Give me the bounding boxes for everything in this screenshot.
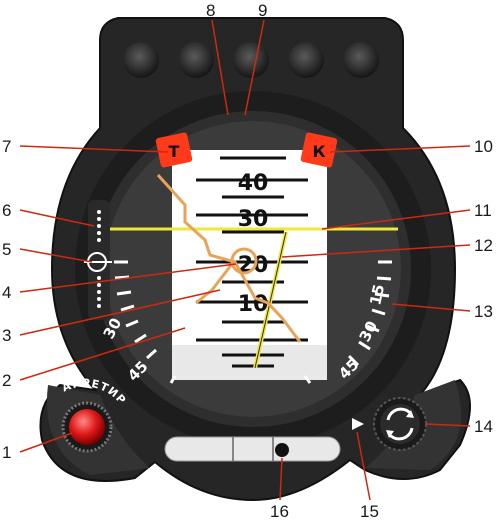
callout-12: 12 — [474, 236, 493, 255]
pitch-label-40: 40 — [238, 171, 269, 196]
pitch-scale — [196, 156, 308, 368]
callout-15: 15 — [360, 502, 379, 521]
mounting-screw-domes — [123, 42, 379, 78]
callout-8: 8 — [206, 1, 215, 20]
callout-2: 2 — [2, 371, 11, 390]
callout-6: 6 — [2, 201, 11, 220]
callout-16: 16 — [270, 502, 289, 521]
callout-lines — [19, 19, 471, 501]
callout-9: 9 — [258, 1, 267, 20]
callout-5: 5 — [2, 240, 11, 259]
pitch-labels: 40 30 20 10 — [238, 171, 269, 317]
bank-label-right-15: 15 — [366, 283, 388, 307]
callout-1: 1 — [2, 443, 11, 462]
index-pointer-icon — [352, 418, 364, 430]
callout-3: 3 — [2, 326, 11, 345]
left-slip-indicator — [84, 200, 112, 320]
flag-left-label: Т — [169, 142, 180, 161]
callout-numbers: 1 2 3 4 5 6 7 8 9 10 11 12 13 14 15 16 — [2, 1, 493, 521]
bank-scale-right — [347, 260, 392, 367]
callout-10: 10 — [474, 137, 493, 156]
slip-ball-tube — [164, 436, 341, 462]
callout-11: 11 — [474, 201, 492, 220]
callout-13: 13 — [474, 302, 493, 321]
bank-scale-left — [114, 260, 157, 360]
adjust-knob[interactable] — [373, 397, 427, 451]
callout-4: 4 — [2, 283, 11, 302]
flag-left: Т — [155, 132, 193, 168]
flag-right-label: К — [312, 142, 325, 161]
flag-right: К — [300, 132, 338, 168]
bottom-bank-ticks — [169, 375, 312, 384]
callout-14: 14 — [474, 417, 493, 436]
aircraft-symbol — [156, 173, 302, 343]
rotate-arrows-icon — [386, 407, 414, 441]
callout-7: 7 — [2, 137, 11, 156]
arrest-knob[interactable] — [61, 401, 113, 453]
